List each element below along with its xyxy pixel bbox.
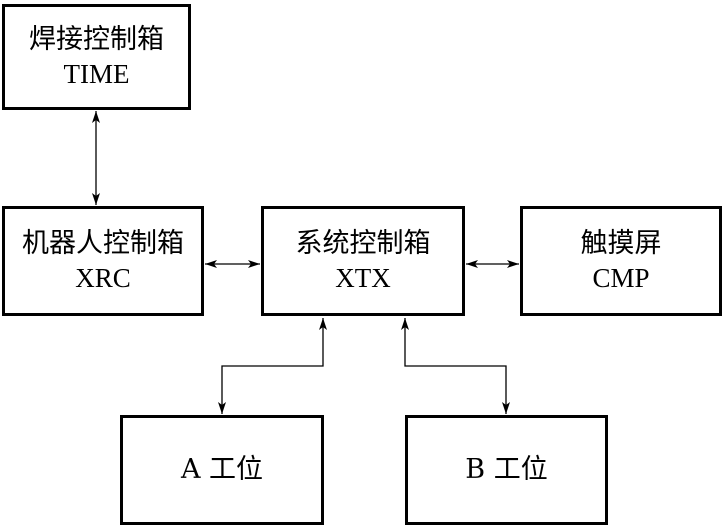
welding-control-title: 焊接控制箱: [29, 23, 164, 55]
station-a-box: A 工位: [120, 415, 324, 525]
robot-control-title: 机器人控制箱: [22, 227, 184, 259]
link-system-station-a: [218, 318, 327, 414]
station-a-label: A 工位: [180, 454, 264, 486]
station-b-label: B 工位: [465, 454, 548, 486]
robot-control-code: XRC: [75, 263, 131, 293]
robot-control-box: 机器人控制箱 XRC: [2, 206, 204, 316]
system-control-code: XTX: [335, 263, 391, 293]
touch-screen-title: 触摸屏: [580, 227, 662, 259]
welding-control-box: 焊接控制箱 TIME: [2, 4, 191, 110]
touch-screen-box: 触摸屏 CMP: [520, 206, 722, 316]
system-control-box: 系统控制箱 XTX: [261, 206, 465, 316]
system-control-title: 系统控制箱: [295, 227, 431, 259]
welding-control-code: TIME: [63, 59, 130, 89]
station-b-box: B 工位: [405, 415, 608, 525]
touch-screen-code: CMP: [592, 263, 650, 293]
link-system-station-b: [401, 318, 510, 414]
